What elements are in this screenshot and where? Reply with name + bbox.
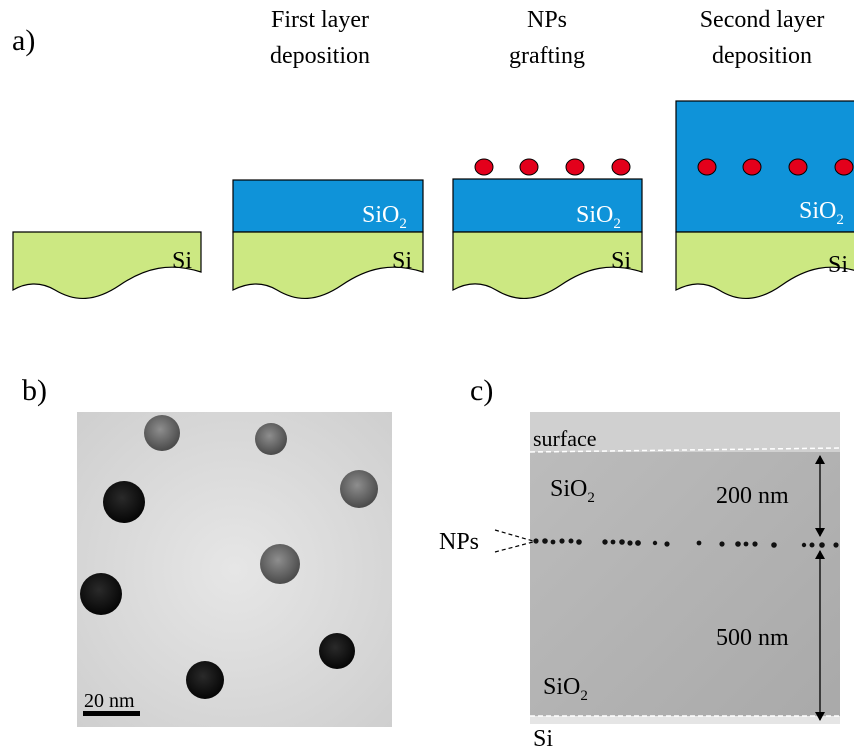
sio2-label: SiO2 (799, 198, 844, 228)
cross-section-image (530, 412, 840, 724)
step-3-nps-grafting: NPs grafting SiO2 Si (452, 7, 643, 300)
sio2-label: SiO2 (576, 202, 621, 232)
step-2-first-layer: First layer deposition SiO2 Si (232, 7, 424, 300)
thickness-top-label: 200 nm (716, 483, 789, 509)
step-2-title-line1: First layer (271, 7, 369, 33)
si-substrate (12, 231, 202, 300)
np-row (533, 538, 839, 548)
sio2-bottom-label: SiO2 (543, 674, 588, 704)
nanoparticle (340, 470, 378, 508)
step-1-bare-si: Si (12, 231, 202, 300)
scale-bar-label: 20 nm (84, 690, 135, 712)
panel-b-label: b) (22, 374, 47, 407)
nanoparticle (144, 415, 180, 451)
thickness-bottom-label: 500 nm (716, 625, 789, 651)
nanoparticle (103, 481, 145, 523)
panel-c: c) surface SiO2 SiO2 Si NPs (439, 374, 841, 749)
step-2-title-line2: deposition (270, 43, 370, 69)
thickness-arrow-top (815, 455, 825, 537)
panel-c-label: c) (470, 374, 493, 407)
nps-pointer-line (494, 541, 534, 553)
panel-a-label: a) (12, 24, 35, 57)
nanoparticle (742, 158, 762, 176)
sio2-layer (232, 179, 424, 233)
sio2-label: SiO2 (362, 202, 407, 232)
nanoparticle (834, 158, 854, 176)
tem-image (77, 412, 392, 727)
sio2-top-label: SiO2 (550, 476, 595, 506)
step-4-title-line2: deposition (712, 43, 812, 69)
step-4-title-line1: Second layer (700, 7, 825, 33)
step-3-title-line2: grafting (509, 43, 585, 69)
si-substrate (232, 231, 424, 300)
nanoparticle (80, 573, 122, 615)
si-substrate (452, 231, 643, 300)
scale-bar (83, 711, 140, 716)
panel-a: a) Si First layer deposition SiO2 Si NPs… (12, 7, 854, 300)
thickness-arrow-bottom (815, 550, 825, 721)
nanoparticle (565, 158, 585, 176)
nanoparticle (611, 158, 631, 176)
si-label: Si (172, 248, 192, 274)
nps-label: NPs (439, 529, 479, 555)
step-4-second-layer: Second layer deposition SiO2 Si (675, 7, 854, 300)
nps-pointer-line (494, 529, 534, 542)
si-region (530, 716, 840, 724)
step-3-title-line1: NPs (527, 7, 567, 33)
nanoparticle (186, 661, 224, 699)
si-label: Si (611, 248, 631, 274)
si-substrate (675, 231, 854, 300)
nanoparticle (319, 633, 355, 669)
si-label: Si (828, 252, 848, 278)
nanoparticle (519, 158, 539, 176)
surface-boundary-line (529, 447, 841, 453)
si-label: Si (392, 248, 412, 274)
si-label: Si (533, 726, 553, 749)
nanoparticle (474, 158, 494, 176)
sio2-layer (452, 178, 643, 233)
nanoparticle (788, 158, 808, 176)
nanoparticle (697, 158, 717, 176)
nanoparticle (255, 423, 287, 455)
panel-b: b) 20 nm (22, 374, 392, 727)
surface-region (530, 412, 840, 452)
surface-label: surface (533, 426, 597, 451)
nanoparticle (260, 544, 300, 584)
